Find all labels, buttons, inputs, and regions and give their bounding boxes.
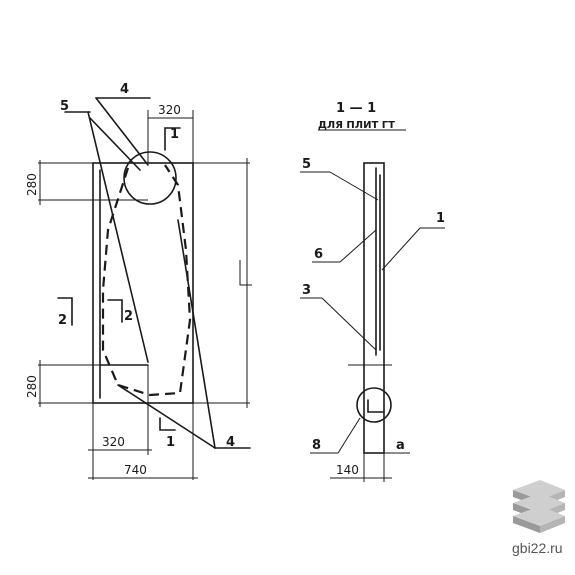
section-mark-1-top [164,127,181,151]
leader-6 [339,229,377,263]
section-subtitle: ДЛЯ ПЛИТ ГТ [318,120,395,131]
reinforcement-dashed-loop [101,164,192,397]
leader-1-right [381,227,421,271]
callout-6: 6 [314,247,323,262]
section-mark-2-right [107,299,123,323]
dim-section-width: 140 [336,463,359,477]
detail-circle-top [123,151,177,205]
section-title: 1 — 1 [336,101,376,116]
watermark-text: gbi22.ru [512,540,563,556]
detail-8-bracket [367,399,385,413]
section-mark-1-bottom [159,417,176,431]
slab-plan-view [38,97,252,480]
dim-L-mark [239,260,252,286]
callout-5-left: 5 [60,99,69,114]
dim-top-height: 280 [25,173,39,196]
section-2-left-label: 2 [58,313,67,328]
leader-4-bottom-line-2 [177,219,216,449]
layered-slabs-icon [513,480,565,533]
dim-bottom-height: 280 [25,375,39,398]
leader-5-line [87,111,149,363]
callout-3: 3 [302,283,311,298]
section-view-1-1 [300,129,445,482]
leader-8 [337,417,361,454]
callout-5-right: 5 [302,157,311,172]
dim-bottom-width: 320 [102,435,125,449]
leader-3 [321,297,377,351]
leader-4-top-line [95,97,149,166]
dim-top-width: 320 [158,103,181,117]
callout-4-top: 4 [120,82,129,97]
callout-4-bottom: 4 [226,435,235,450]
callout-8: 8 [312,438,321,453]
dim-total-width: 740 [124,463,147,477]
section-outline [363,162,385,454]
section-1-bottom-label: 1 [166,435,175,450]
leader-4-bottom-line [117,384,216,449]
section-mark-2-left [57,297,73,326]
slab-outline [92,162,194,404]
dim-a-label: a [396,438,405,453]
leader-5-right [329,171,379,201]
section-2-right-label: 2 [124,309,133,324]
section-1-top-label: 1 [170,127,179,142]
leader-5-branch [89,117,141,171]
detail-circle-8 [356,387,392,423]
callout-1-right: 1 [436,211,445,226]
